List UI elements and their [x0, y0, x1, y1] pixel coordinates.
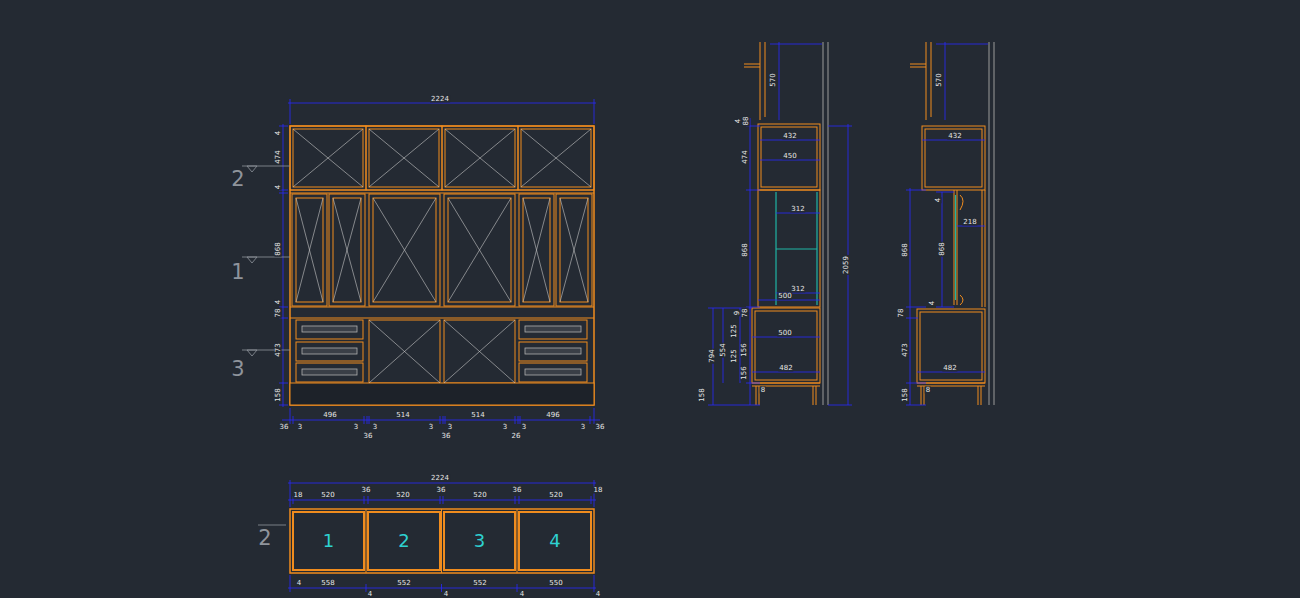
dimension-value: 4: [929, 300, 936, 306]
dimension-value: 3: [521, 424, 527, 431]
plan-compartment: 4: [518, 511, 592, 571]
dimension-value: 18: [593, 487, 604, 494]
dimension-value: 158: [902, 387, 909, 402]
dimension-value: 550: [548, 580, 563, 587]
compartment-number: 1: [323, 532, 334, 550]
dimension-value: 520: [320, 492, 335, 499]
dimension-value: 868: [939, 241, 946, 256]
dimension-value: 3: [353, 424, 359, 431]
dimension-value: 4: [275, 299, 282, 305]
dimension-value: 156: [741, 365, 748, 380]
dimension-value: 18: [293, 492, 304, 499]
dimension-value: 36: [436, 487, 447, 494]
dimension-value: 9: [734, 310, 741, 316]
section-marker: 2: [231, 169, 244, 190]
dimension-value: 36: [512, 487, 523, 494]
dimension-value: 552: [396, 580, 411, 587]
dimension-value: 125: [731, 323, 738, 338]
dimension-value: 36: [441, 433, 452, 440]
dimension-value: 4: [296, 580, 302, 587]
dimension-value: 496: [545, 412, 560, 419]
dimension-value: 482: [942, 365, 957, 372]
dimension-value: 4: [519, 591, 525, 598]
dimension-value: 36: [361, 487, 372, 494]
dimension-value: 794: [709, 348, 716, 363]
dimension-value: 570: [936, 72, 943, 87]
section-marker: 1: [231, 262, 244, 283]
dimension-value: 78: [275, 308, 282, 319]
section-marker: 3: [231, 359, 244, 380]
dimension-value: 500: [777, 330, 792, 337]
dimension-value: 2224: [430, 96, 450, 103]
dimension-value: 78: [742, 308, 749, 319]
dimension-value: 474: [742, 149, 749, 164]
dimension-value: 4: [443, 591, 449, 598]
dimension-value: 520: [548, 492, 563, 499]
compartment-number: 2: [398, 532, 409, 550]
dimension-value: 4: [275, 184, 282, 190]
dimension-value: 520: [472, 492, 487, 499]
dimension-value: 36: [363, 433, 374, 440]
dimension-value: 88: [743, 116, 750, 127]
dimension-value: 482: [778, 365, 793, 372]
dimension-value: 4: [735, 118, 742, 124]
dimension-value: 432: [782, 133, 797, 140]
dimension-value: 3: [502, 424, 508, 431]
dimension-value: 2224: [430, 475, 450, 482]
section-marker: 2: [258, 528, 271, 549]
dimension-value: 36: [595, 424, 606, 431]
dimension-value: 4: [367, 591, 373, 598]
dimension-value: 474: [275, 149, 282, 164]
dimension-value: 8: [925, 387, 931, 394]
dimension-value: 473: [275, 342, 282, 357]
dimension-value: 125: [731, 348, 738, 363]
dimension-value: 868: [275, 241, 282, 256]
dimension-value: 312: [790, 286, 805, 293]
dimension-value: 3: [297, 424, 303, 431]
dimension-value: 552: [472, 580, 487, 587]
dimension-value: 432: [947, 133, 962, 140]
dimension-value: 3: [372, 424, 378, 431]
dimension-value: 3: [447, 424, 453, 431]
compartment-number: 4: [549, 532, 560, 550]
dimension-value: 868: [902, 242, 909, 257]
plan-compartment: 3: [443, 511, 516, 571]
dimension-value: 570: [770, 72, 777, 87]
dimension-value: 156: [741, 342, 748, 357]
dimension-value: 520: [395, 492, 410, 499]
dimension-value: 4: [275, 130, 282, 136]
dimension-value: 496: [322, 412, 337, 419]
dimension-value: 2059: [843, 255, 850, 275]
dimension-value: 450: [782, 153, 797, 160]
dimension-value: 514: [395, 412, 410, 419]
dimension-value: 26: [511, 433, 522, 440]
dimension-value: 8: [760, 387, 766, 394]
dimension-value: 514: [470, 412, 485, 419]
dimension-value: 218: [962, 219, 977, 226]
compartment-number: 3: [474, 532, 485, 550]
dimension-value: 473: [902, 342, 909, 357]
dimension-value: 3: [580, 424, 586, 431]
dimension-value: 36: [279, 424, 290, 431]
dimension-value: 158: [275, 387, 282, 402]
dimension-value: 158: [699, 387, 706, 402]
dimension-value: 500: [777, 293, 792, 300]
plan-compartment: 1: [292, 511, 365, 571]
dimension-value: 312: [790, 206, 805, 213]
dimension-value: 3: [428, 424, 434, 431]
dimension-value: 4: [935, 197, 942, 203]
dimension-value: 554: [720, 342, 727, 357]
dimension-value: 558: [320, 580, 335, 587]
dimension-value: 4: [595, 591, 601, 598]
dimension-value: 868: [742, 242, 749, 257]
dimension-value: 78: [898, 308, 905, 319]
plan-compartment: 2: [367, 511, 441, 571]
